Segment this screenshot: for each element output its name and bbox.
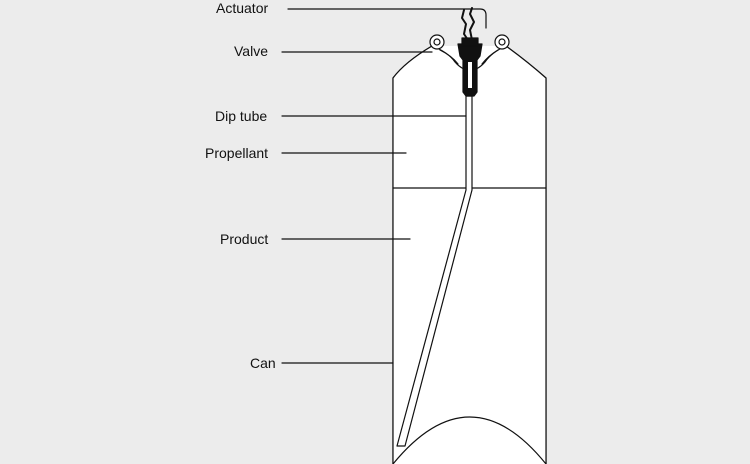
can-body-fill — [393, 46, 546, 464]
can-label: Can — [250, 355, 276, 371]
valve-cup-inner-right — [481, 49, 499, 65]
actuator-hook — [287, 8, 487, 29]
right-rim — [494, 34, 510, 50]
dip-tube-label: Dip tube — [215, 108, 268, 124]
left-rim — [429, 34, 445, 50]
actuator-base — [461, 37, 479, 47]
valve-housing-highlight — [468, 62, 472, 88]
propellant-label: Propellant — [205, 145, 269, 161]
right-rim-inner — [498, 38, 506, 46]
actuator-stem — [461, 7, 475, 41]
valve-label: Valve — [234, 43, 268, 59]
left-rim-inner — [433, 38, 441, 46]
can-outline — [392, 45, 547, 464]
actuator-label: Actuator — [216, 0, 269, 16]
product-label: Product — [220, 231, 269, 247]
valve-cup-inner — [439, 49, 459, 65]
can-bottom-dome — [392, 416, 547, 464]
